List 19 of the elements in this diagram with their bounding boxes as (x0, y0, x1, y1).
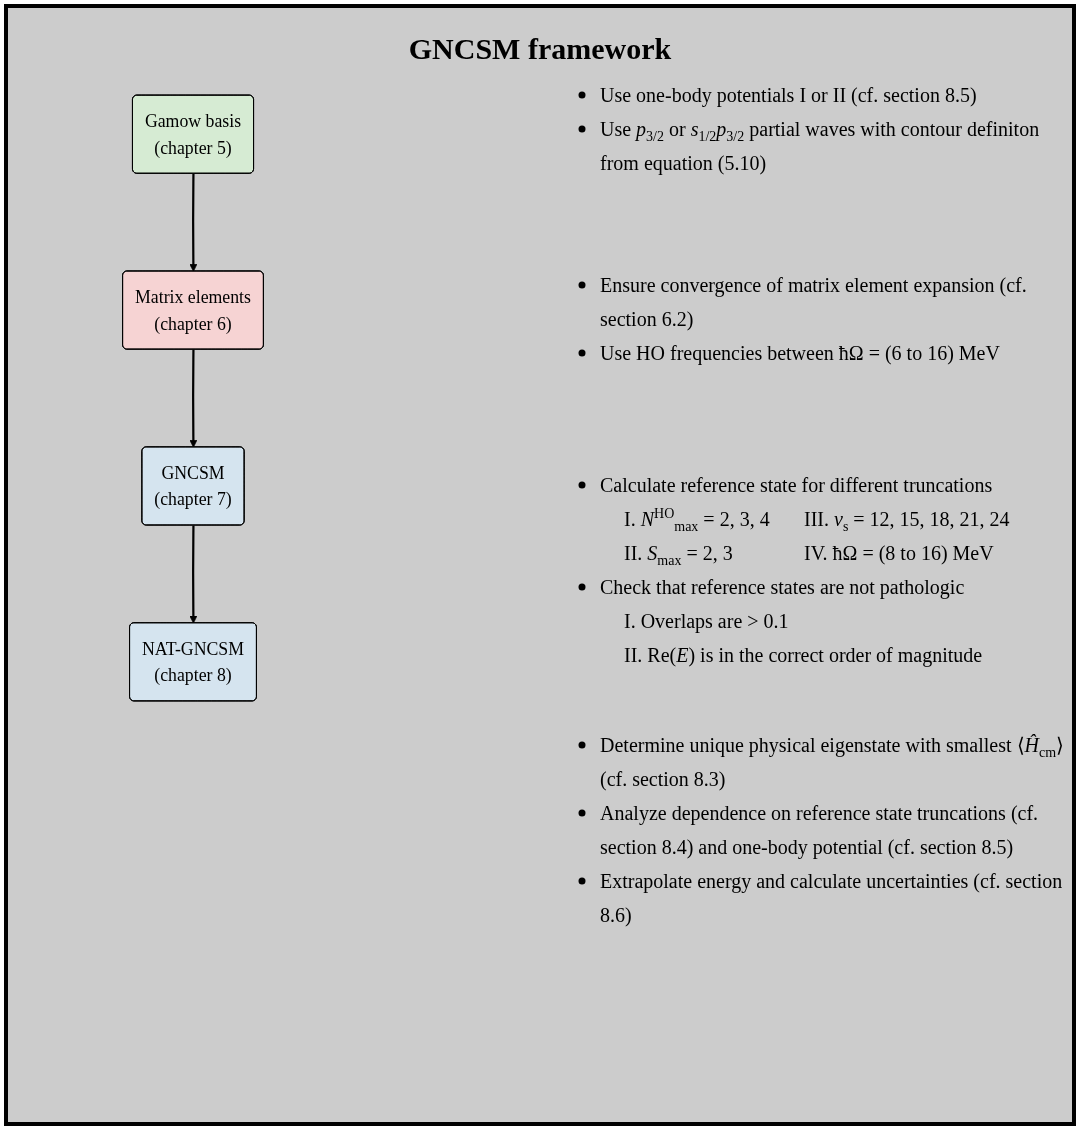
sub-item-text: III. ν$_{s}$ = 12, 15, 18, 21, 24 (804, 507, 1010, 536)
sub-item-text: I. Overlaps are > 0.1 (624, 609, 789, 635)
arrow (189, 173, 198, 272)
list-item-text: Ensure convergence of matrix element expansion (cf. section 6.2) (600, 274, 1027, 330)
sub-item-text: II. S$_{max}$ = 2, 3 (624, 541, 734, 570)
list-item-text: Determine unique physical eigenstate with smallest ⟨Ĥ$_{cm}$⟩ (cf. section 8.3) (600, 734, 1065, 790)
sub-item-text: II. Re(E) is in the correct order of magnitude (624, 643, 983, 669)
list-item-text: Calculate reference state for different truncations (600, 474, 993, 496)
list-item-text: Extrapolate energy and calculate uncertainties (cf. section 8.6) (600, 870, 1063, 926)
list-item-text: Use HO frequencies between ħΩ = (6 to 16) MeV (600, 342, 1000, 364)
arrow (189, 525, 198, 624)
list-item-text: Check that reference states are not pathologic (600, 576, 965, 598)
sub-item-text: I. N$^{HO}$$_{max}$ = 2, 3, 4 (624, 505, 771, 536)
diagram-title: GNCSM framework (407, 32, 673, 66)
list-item-text: Use p$_{3/2}$ or s$_{1/2}$p$_{3/2}$ partial waves with contour definiton from equation (5.10) (600, 118, 1040, 174)
sub-item-text: IV. ħΩ = (8 to 16) MeV (804, 541, 994, 567)
arrow (189, 349, 198, 448)
list-item-text: Analyze dependence on reference state truncations (cf. section 8.4) and one-body potential (cf. section 8.5) (600, 802, 1039, 858)
list-item-text: Use one-body potentials I or II (cf. section 8.5) (600, 84, 977, 106)
